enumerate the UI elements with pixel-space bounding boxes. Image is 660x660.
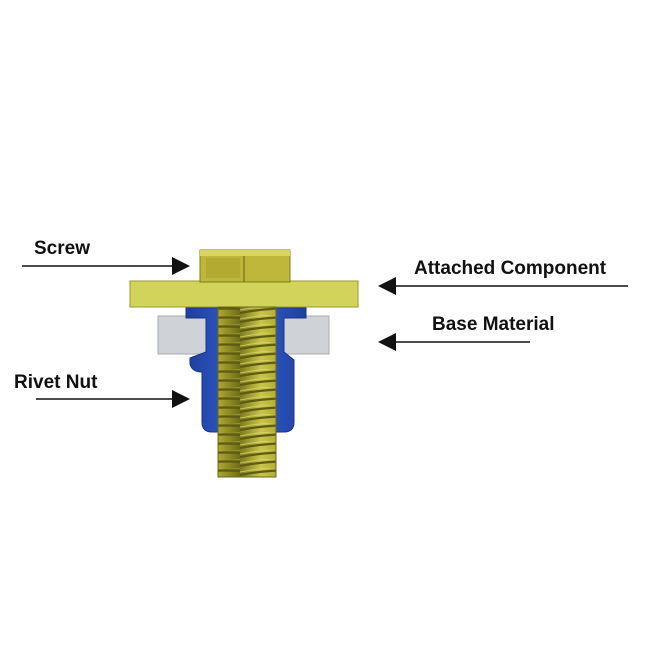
label-base-material: Base Material: [432, 314, 555, 335]
base-material-right: [282, 315, 330, 355]
arrow-rivet-nut: [36, 390, 190, 408]
base-material-left: [157, 315, 209, 355]
label-attached-component: Attached Component: [414, 258, 607, 279]
arrow-screw: [22, 257, 190, 275]
label-screw: Screw: [34, 238, 90, 259]
screw-shank: [217, 306, 277, 478]
arrow-attached-component: [378, 277, 628, 295]
screw-head-top: [200, 250, 290, 256]
label-rivet-nut: Rivet Nut: [14, 372, 98, 393]
arrow-base-material: [378, 333, 530, 351]
attached-component-plate: [129, 280, 359, 308]
screw-head-facet: [206, 258, 240, 278]
